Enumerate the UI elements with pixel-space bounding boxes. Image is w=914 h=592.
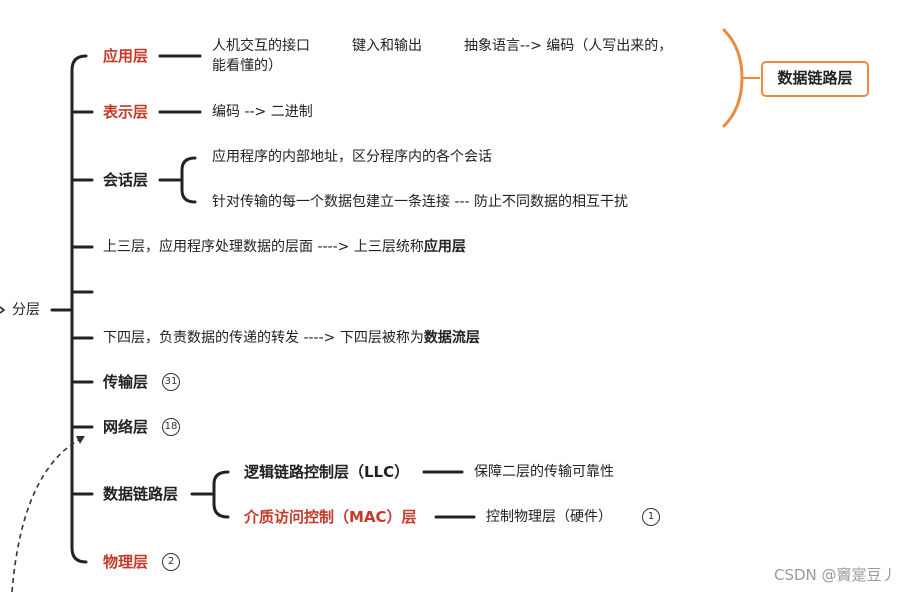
lower-four-note: 下四层，负责数据的传递的转发 ----> 下四层被称为数据流层: [103, 329, 480, 347]
app-desc-abstract: 抽象语言--> 编码（人写出来的，: [464, 38, 673, 54]
llc-desc: 保障二层的传输可靠性: [474, 464, 614, 480]
summary-datalink-box: 数据链路层: [761, 61, 869, 97]
pres-desc: 编码 --> 二进制: [212, 104, 313, 120]
physical-count-badge: 2: [162, 553, 180, 571]
app-desc-abstract-cont: 能看懂的）: [212, 58, 282, 74]
mac-count-badge: 1: [642, 508, 660, 526]
upper-three-bold: 应用层: [423, 239, 466, 255]
upper-three-text: 上三层，应用程序处理数据的层面 ----> 上三层统称: [103, 239, 424, 255]
mac-desc: 控制物理层（硬件）: [486, 509, 612, 525]
node-physical-layer: 物理层: [103, 553, 149, 571]
app-desc-interface: 人机交互的接口: [212, 38, 310, 54]
watermark: CSDN @竇寔豆丿: [774, 566, 897, 584]
sess-sub-address: 应用程序的内部地址，区分程序内的各个会话: [212, 149, 492, 165]
node-mac-sublayer: 介质访问控制（MAC）层: [244, 508, 417, 526]
transport-count-badge: 31: [162, 373, 180, 391]
sess-sub-connection: 针对传输的每一个数据包建立一条连接 --- 防止不同数据的相互干扰: [212, 194, 629, 210]
lower-four-bold: 数据流层: [423, 330, 480, 346]
upper-three-note: 上三层，应用程序处理数据的层面 ----> 上三层统称应用层: [103, 238, 466, 256]
app-desc-io: 键入和输出: [352, 38, 422, 54]
node-application-layer: 应用层: [103, 47, 149, 65]
root-label: 分层: [12, 302, 40, 318]
node-network-layer: 网络层: [103, 418, 149, 436]
node-presentation-layer: 表示层: [103, 103, 149, 121]
network-count-badge: 18: [162, 418, 180, 436]
node-llc-sublayer: 逻辑链路控制层（LLC）: [244, 463, 410, 481]
node-transport-layer: 传输层: [103, 373, 149, 391]
node-session-layer: 会话层: [103, 171, 149, 189]
node-datalink-layer: 数据链路层: [103, 485, 179, 503]
lower-four-text: 下四层，负责数据的传递的转发 ----> 下四层被称为: [103, 330, 424, 346]
